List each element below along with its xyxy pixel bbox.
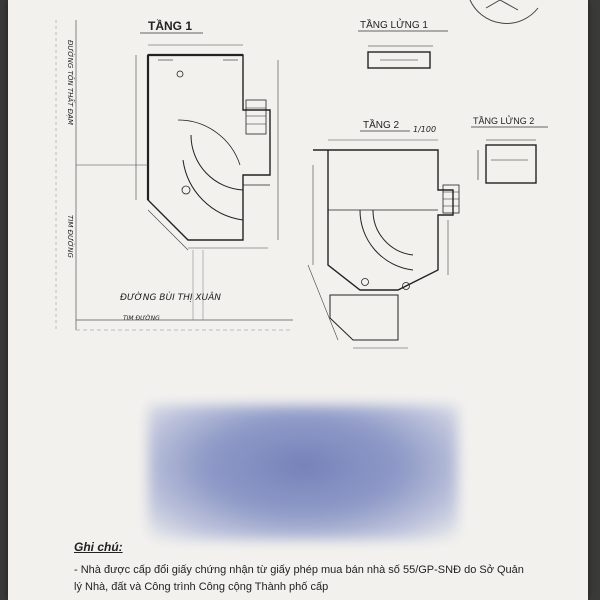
tang2-outline xyxy=(313,149,460,341)
street-bottom-sub-label: TIM ĐƯỜNG xyxy=(123,315,160,322)
blurred-region xyxy=(148,405,458,540)
tang-lung2-title: TẦNG LỬNG 2 xyxy=(473,115,534,126)
notes-line-2: lý Nhà, đất và Công trình Công cộng Thàn… xyxy=(74,581,329,593)
tang1-title: TẦNG 1 xyxy=(148,18,192,33)
north-arrow-icon xyxy=(469,0,539,24)
tang-lung2-outline xyxy=(477,139,537,184)
street-vertical-label: ĐƯỜNG TÔN THẤT ĐẠM xyxy=(66,40,76,125)
tang2-title: TẦNG 2 xyxy=(363,118,400,131)
tang2-scale: 1/100 xyxy=(413,125,436,134)
street-bottom-label: ĐƯỜNG BÙI THỊ XUÂN xyxy=(120,291,221,303)
floor-plan-drawing: TẦNG 1 ĐƯỜNG TÔN THẤT ĐẠM TIM ĐƯỜNG xyxy=(55,0,548,349)
notes-line-1: - Nhà được cấp đổi giấy chứng nhận từ gi… xyxy=(74,564,524,576)
document-sheet: TẦNG 1 ĐƯỜNG TÔN THẤT ĐẠM TIM ĐƯỜNG xyxy=(8,0,588,600)
tang1-outline xyxy=(146,53,271,241)
notes-section: Ghi chú: - Nhà được cấp đổi giấy chứng n… xyxy=(74,540,584,596)
street-side-label: TIM ĐƯỜNG xyxy=(66,215,75,259)
notes-title: Ghi chú: xyxy=(74,540,123,554)
tang-lung1-title: TẦNG LỬNG 1 xyxy=(360,18,428,31)
tang-lung1-outline xyxy=(367,45,433,69)
